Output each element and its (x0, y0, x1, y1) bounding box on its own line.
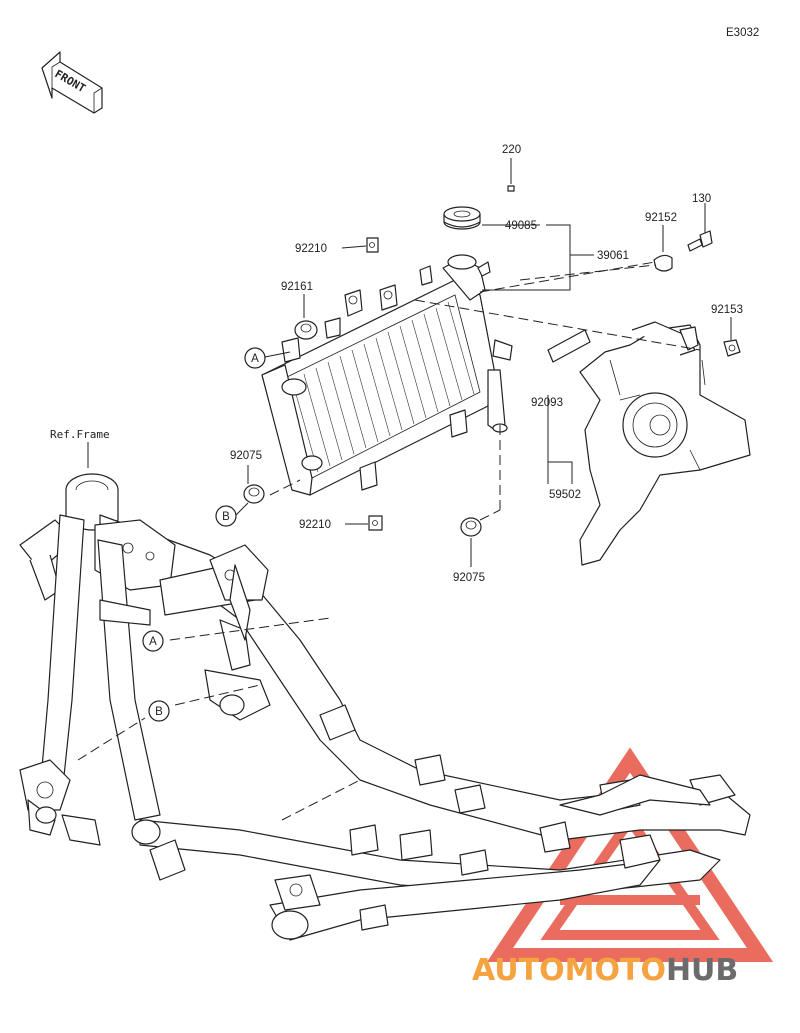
watermark-part1: AUTOMOTO (472, 953, 666, 988)
radiator (261, 254, 513, 496)
nut-92210-bottom (368, 515, 383, 531)
part-label-92210-top: 92210 (295, 243, 327, 255)
grommet-92161 (294, 320, 318, 340)
part-label-92075-right: 92075 (453, 572, 485, 584)
collar-92152 (653, 254, 673, 272)
callout-a-top: A (244, 347, 266, 369)
part-label-59502: 59502 (549, 489, 581, 501)
callout-b-frame: B (148, 700, 170, 722)
ref-frame-label: Ref.Frame (50, 428, 110, 441)
pin-220 (507, 185, 515, 192)
callout-b-top: B (215, 505, 237, 527)
motorcycle-frame (19, 473, 751, 941)
callout-b-top-label: B (222, 511, 230, 523)
part-label-92093: 92093 (531, 397, 563, 409)
watermark-part2: HUB (666, 953, 738, 988)
bolt-130 (687, 230, 713, 252)
watermark-text: AUTOMOTOHUB (472, 953, 738, 988)
grommet-92075-right (460, 517, 482, 537)
alignment-lines (77, 261, 701, 821)
radiator-fins (291, 301, 475, 473)
callout-a-frame: A (142, 630, 164, 652)
part-label-92153: 92153 (711, 304, 743, 316)
part-label-92075-left: 92075 (230, 450, 262, 462)
part-label-92210-bottom: 92210 (299, 519, 331, 531)
callout-a-frame-label: A (149, 636, 157, 648)
front-arrow-icon: FRONT (41, 51, 103, 114)
callout-b-frame-label: B (155, 706, 163, 718)
callout-a-top-label: A (251, 353, 259, 365)
part-label-92152: 92152 (645, 212, 677, 224)
bolt-92153 (723, 339, 741, 357)
diagram-code: E3032 (726, 27, 759, 39)
part-label-220: 220 (502, 144, 521, 156)
grommet-92075-left (243, 484, 265, 504)
part-label-130: 130 (692, 193, 711, 205)
part-label-49085: 49085 (505, 220, 537, 232)
radiator-cap (443, 206, 481, 230)
part-label-92161: 92161 (281, 281, 313, 293)
leader-lines (87, 158, 732, 567)
nut-92210-top (366, 237, 379, 253)
part-label-39061: 39061 (597, 250, 629, 262)
radiator-shroud (547, 321, 751, 566)
watermark-text-part1: AUTOMOTOHUB (472, 953, 738, 988)
